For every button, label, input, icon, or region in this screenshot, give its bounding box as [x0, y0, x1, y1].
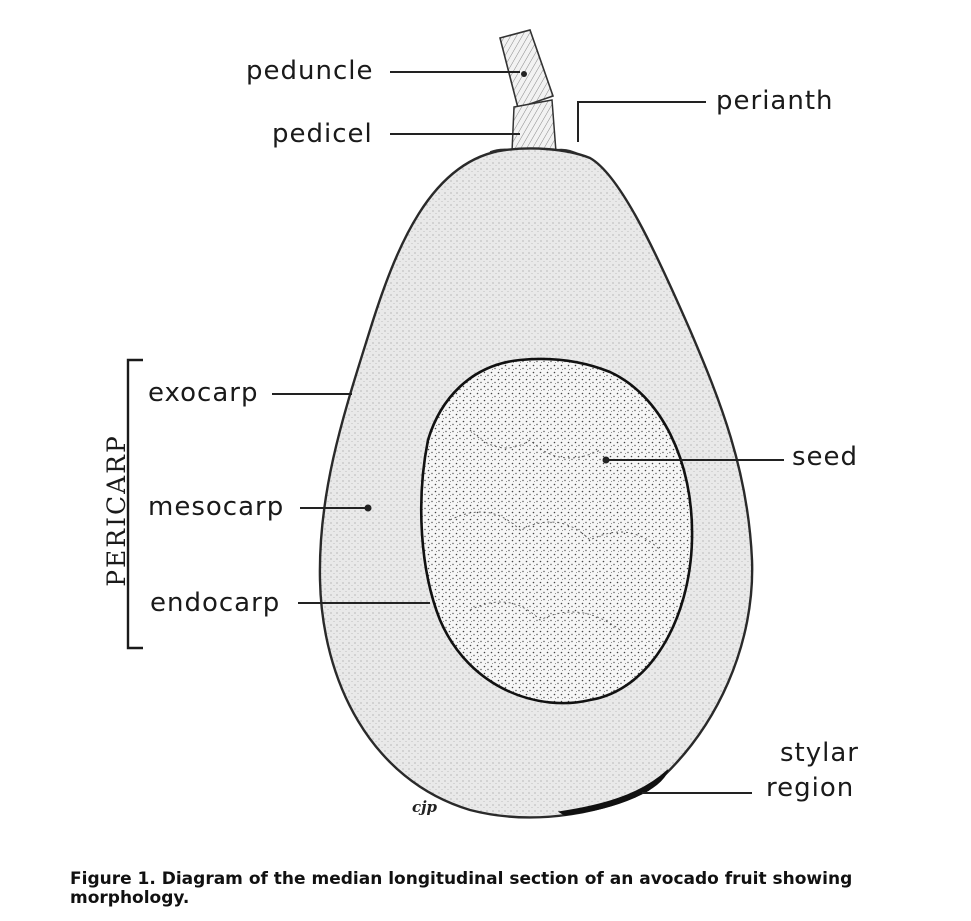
- label-region: region: [766, 775, 854, 801]
- mesocarp-dot: [365, 505, 372, 512]
- figure-caption: Figure 1. Diagram of the median longitud…: [70, 870, 950, 908]
- perianth-leader: [578, 102, 706, 142]
- label-perianth: perianth: [716, 88, 834, 114]
- artist-signature: сјр: [412, 798, 437, 816]
- label-exocarp: exocarp: [148, 380, 258, 406]
- peduncle-stalk: [500, 30, 553, 108]
- peduncle-dot: [521, 71, 527, 77]
- label-stylar: stylar: [780, 740, 859, 766]
- seed-shape: [421, 359, 692, 703]
- label-pedicel: pedicel: [272, 121, 373, 147]
- label-peduncle: peduncle: [246, 58, 373, 84]
- label-pericarp: PERICARP: [104, 434, 129, 587]
- label-endocarp: endocarp: [150, 590, 280, 616]
- pedicel-shape: [512, 100, 556, 152]
- label-seed: seed: [792, 444, 858, 470]
- seed-dot: [603, 457, 610, 464]
- label-mesocarp: mesocarp: [148, 494, 284, 520]
